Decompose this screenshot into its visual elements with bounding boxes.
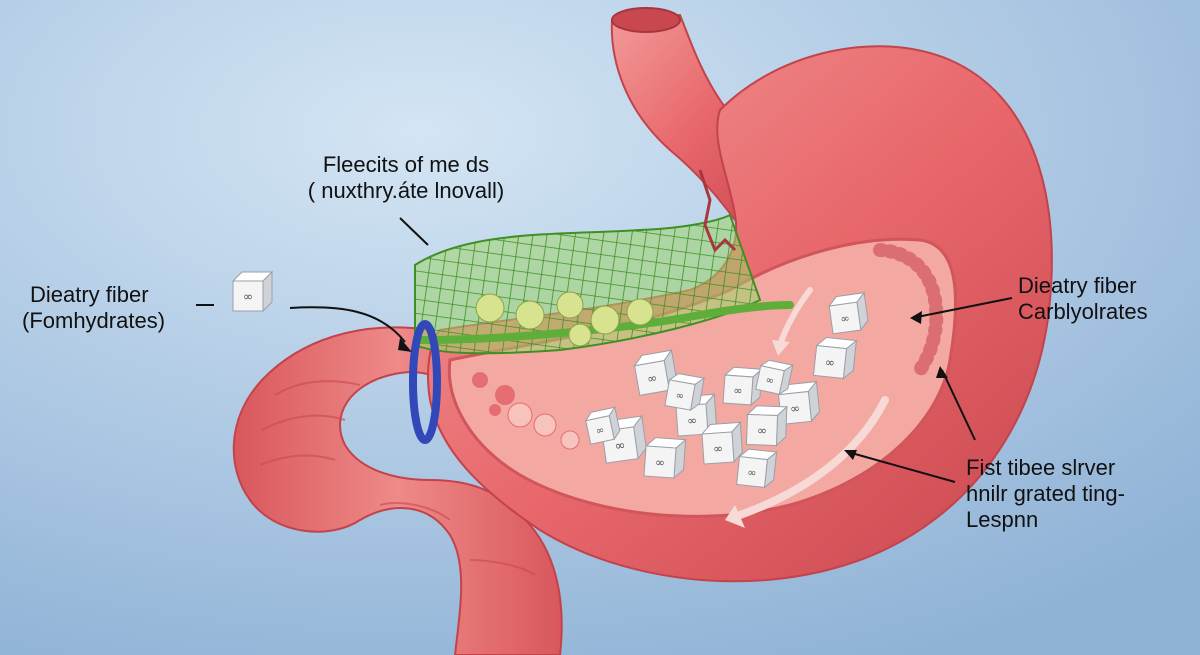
label-right-bottom-line3: Lespnn [966, 507, 1039, 532]
cube-symbol: ∞ [687, 413, 698, 428]
leader-right-top [911, 297, 1013, 319]
label-right-bottom-line2: hnilr grated ting- [966, 481, 1125, 506]
cube-symbol: ∞ [789, 401, 800, 416]
cube-symbol: ∞ [840, 312, 851, 326]
junction-marker [698, 169, 737, 253]
cube-symbol: ∞ [757, 423, 767, 437]
cube-symbol: ∞ [243, 290, 253, 304]
intestine [232, 326, 563, 655]
cube-symbol: ∞ [733, 384, 743, 398]
cube-symbol: ∞ [713, 441, 724, 456]
legend-cube-icon: ∞ [231, 270, 274, 313]
label-top-center: Fleecits of me ds ( nuxthry.áte lnovall) [296, 152, 516, 204]
carb-cube: ∞ [745, 405, 789, 447]
leader-left [289, 306, 406, 343]
carb-cube: ∞ [633, 348, 678, 396]
esophagus-opening [611, 7, 681, 33]
cube-symbol: ∞ [646, 371, 658, 387]
label-right-top-line1: Dieatry fiber [1018, 273, 1137, 298]
label-left-line1: Dieatry fiber [30, 282, 149, 307]
leader-right-bottom [847, 451, 956, 483]
cube-symbol: ∞ [824, 355, 835, 370]
label-right-bottom: Fist tibee slrver hnilr grated ting- Les… [966, 455, 1125, 533]
carb-cube: ∞ [755, 359, 795, 396]
cube-symbol: ∞ [765, 375, 775, 387]
cube-symbol: ∞ [675, 390, 685, 402]
fiber-mesh [414, 213, 794, 355]
label-top-center-line2: ( nuxthry.áte lnovall) [307, 178, 505, 203]
cube-symbol: ∞ [747, 466, 757, 480]
leader-right-middle [941, 369, 976, 441]
label-right-top-line2: Carblyolrates [1018, 299, 1148, 324]
label-left-line2: (Fomhydrates) [22, 308, 166, 333]
stomach-lining-dots [873, 243, 944, 377]
label-right-top: Dieatry fiber Carblyolrates [1018, 273, 1148, 325]
carb-cube: ∞ [664, 373, 706, 412]
leader-lines [196, 217, 1013, 483]
cube-symbol: ∞ [595, 425, 605, 437]
carbohydrate-cubes: ∞∞∞∞∞∞∞∞∞∞∞∞∞∞ [584, 291, 869, 489]
carb-cube: ∞ [722, 366, 764, 407]
pyloric-sphincter [409, 320, 441, 444]
carb-cube: ∞ [584, 405, 621, 445]
label-right-bottom-line1: Fist tibee slrver [966, 455, 1116, 480]
flow-arrow-lower-head [725, 505, 745, 528]
cube-symbol: ∞ [654, 455, 665, 470]
label-top-center-line1: Fleecits of me ds [322, 152, 490, 177]
label-left: Dieatry fiber (Fomhydrates) [22, 282, 165, 334]
carb-cube: ∞ [828, 291, 869, 335]
carb-cube: ∞ [736, 448, 778, 489]
flow-arrow-lower [736, 396, 889, 519]
carb-cube: ∞ [812, 336, 858, 380]
leader-top-center [399, 217, 429, 246]
legend-cube: ∞ [231, 270, 274, 313]
carb-cube: ∞ [643, 437, 687, 480]
cube-symbol: ∞ [614, 438, 627, 454]
carb-cube: ∞ [700, 421, 743, 465]
